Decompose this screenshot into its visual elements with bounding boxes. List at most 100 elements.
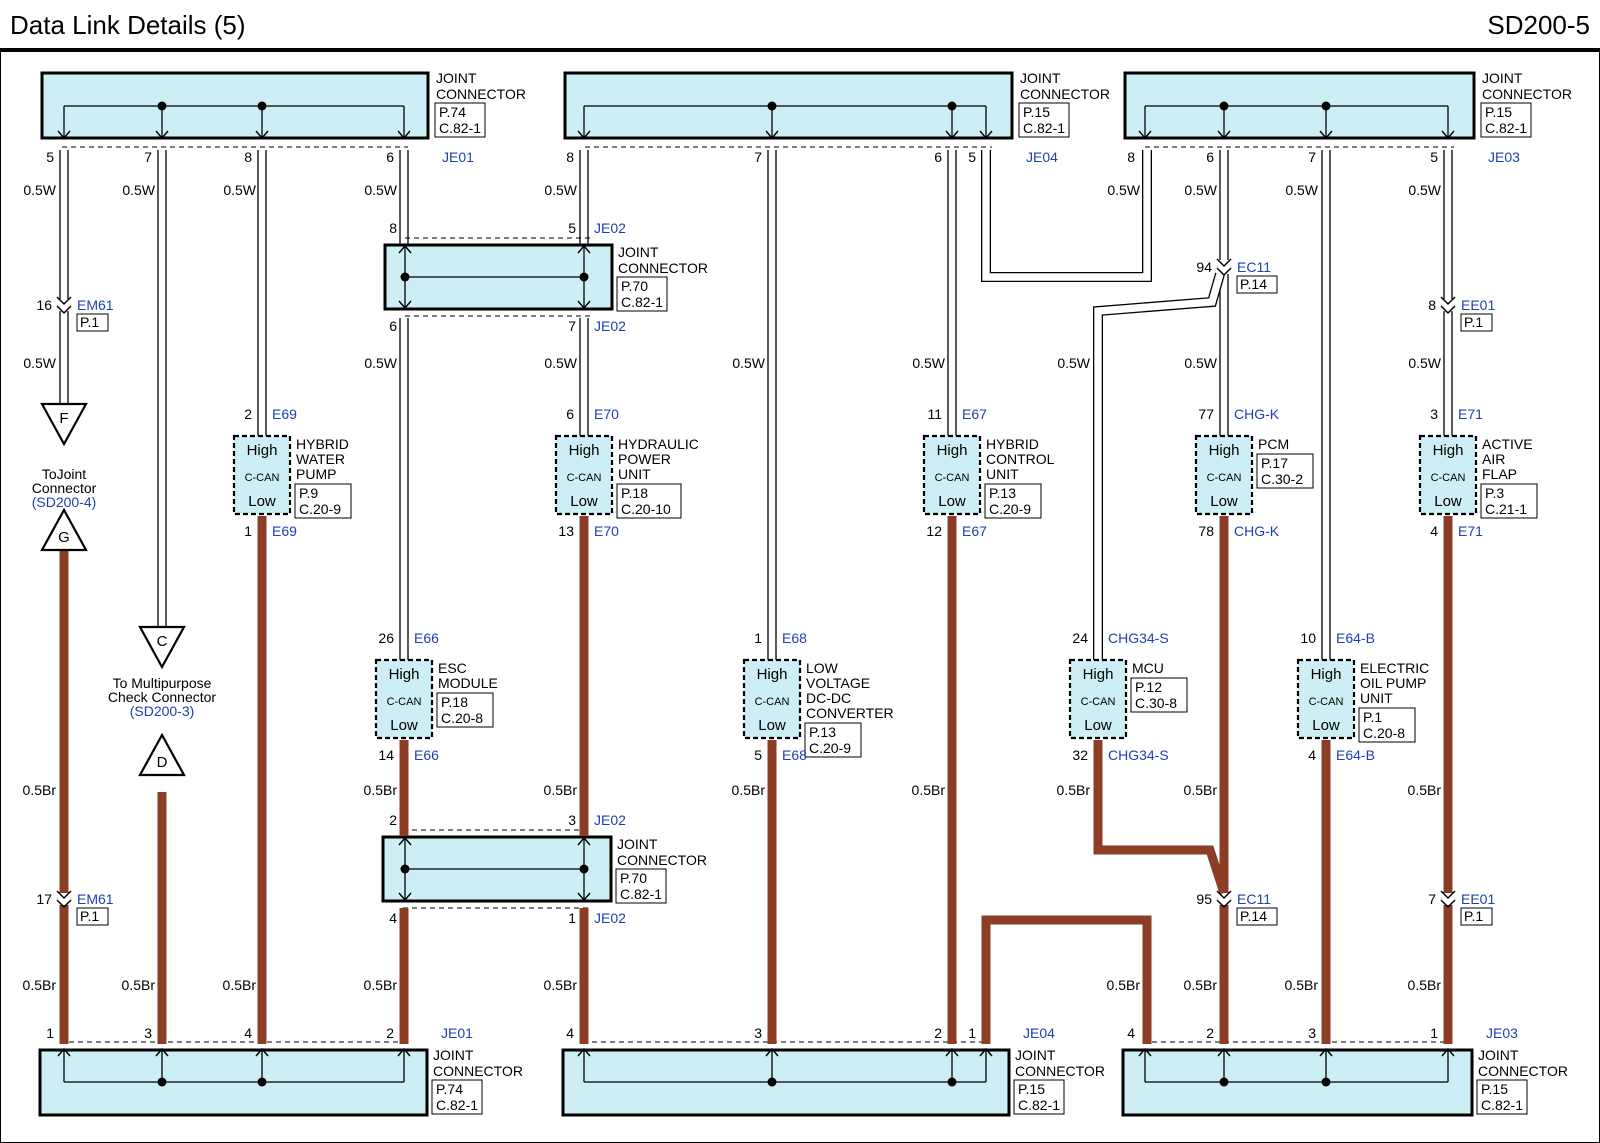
module-name: VOLTAGE	[806, 675, 870, 691]
inline-connector-id: EM61	[77, 297, 114, 313]
pin-arrow-top-2-3	[1441, 130, 1455, 140]
joint-ref-box-bottom-1	[1013, 1079, 1065, 1115]
wire-size-label-white: 0.5W	[364, 182, 397, 198]
module-high-connector: CHG-K	[1234, 406, 1280, 422]
joint-ref-page: P.15	[1018, 1081, 1045, 1097]
junction-dot-mid-1-1	[579, 864, 589, 874]
joint-pin-number: 7	[144, 149, 152, 165]
module-high-connector: E70	[594, 406, 619, 422]
can-high-label: High	[1433, 442, 1464, 459]
pin-arrow-top-0-2	[255, 130, 269, 140]
wire-size-label-white: 0.5W	[1107, 182, 1140, 198]
module-high-pin: 6	[566, 406, 574, 422]
module-high-pin: 3	[1430, 406, 1438, 422]
joint-connector-id: JE01	[441, 1025, 473, 1041]
pin-arrow-bottom-1-3	[979, 1047, 993, 1057]
inline-pin-number: 8	[1428, 297, 1436, 313]
joint-pin-number: 2	[389, 812, 397, 828]
can-high-label: High	[1083, 666, 1114, 683]
joint-connector-id: JE02	[594, 910, 626, 926]
wire-size-label-white: 0.5W	[1184, 355, 1217, 371]
can-module-box	[1068, 658, 1128, 740]
wire-size-label-white: 0.5W	[544, 182, 577, 198]
inline-pin-number: 94	[1196, 259, 1212, 275]
module-ref-box	[294, 483, 352, 519]
can-bus-label: C-CAN	[1309, 696, 1344, 708]
module-low-pin: 32	[1072, 747, 1088, 763]
module-name: ACTIVE	[1482, 436, 1533, 452]
wire-size-label-white: 0.5W	[1285, 182, 1318, 198]
module-high-pin: 1	[754, 630, 762, 646]
joint-pin-number: 1	[568, 910, 576, 926]
module-name: UNIT	[986, 466, 1019, 482]
reference-g-letter: G	[58, 529, 70, 546]
module-ref-box	[1358, 707, 1416, 743]
module-ref-page: P.13	[809, 724, 836, 740]
joint-label-line2: CONNECTOR	[618, 260, 708, 276]
can-bus-label: C-CAN	[387, 696, 422, 708]
joint-pin-number: 3	[144, 1025, 152, 1041]
inline-ref-box	[1460, 313, 1493, 332]
wire-size-label-brown: 0.5Br	[23, 782, 57, 798]
module-ref-page: P.13	[989, 485, 1016, 501]
module-ref-connector: C.20-8	[441, 710, 483, 726]
wire-size-label-brown: 0.5Br	[1408, 782, 1442, 798]
module-name: AIR	[1482, 451, 1505, 467]
inline-pin-number: 17	[36, 891, 52, 907]
module-ref-box	[804, 722, 862, 758]
page-header: Data Link Details (5) SD200-5	[0, 0, 1600, 52]
can-high-label: High	[389, 666, 420, 683]
joint-connector-id: JE04	[1026, 149, 1058, 165]
joint-pin-number: 7	[1308, 149, 1316, 165]
module-ref-connector: C.20-8	[1363, 725, 1405, 741]
wire-size-label-white: 0.5W	[732, 355, 765, 371]
inline-ref-box	[1460, 907, 1493, 926]
module-ref-box	[1480, 483, 1538, 519]
joint-ref-connector: C.82-1	[1023, 120, 1065, 136]
module-ref-page: P.18	[441, 694, 468, 710]
pin-arrow-mid-up-1-1	[577, 836, 591, 846]
pin-arrow-bottom-0-2	[255, 1047, 269, 1057]
wire-high-je04-to-je03-outer	[981, 150, 1152, 282]
inline-ref-page: P.1	[1464, 314, 1483, 330]
wire-size-label-white: 0.5W	[1408, 182, 1441, 198]
joint-label-line2: CONNECTOR	[617, 852, 707, 868]
junction-dot-bottom-2-0	[1219, 1077, 1229, 1087]
joint-ref-connector: C.82-1	[436, 1097, 478, 1113]
junction-dot-top-0-0	[157, 101, 167, 111]
module-low-pin: 12	[926, 523, 942, 539]
joint-pin-number: 1	[968, 1025, 976, 1041]
can-bus-label: C-CAN	[1081, 696, 1116, 708]
joint-ref-page: P.70	[621, 278, 648, 294]
junction-dot-top-1-0	[767, 101, 777, 111]
junction-dot-top-0-1	[257, 101, 267, 111]
junction-dot-bottom-0-1	[257, 1077, 267, 1087]
junction-dot-bottom-0-0	[157, 1077, 167, 1087]
module-high-connector: E64-B	[1336, 630, 1375, 646]
inline-connector-id: EC11	[1237, 891, 1271, 907]
can-low-label: Low	[1084, 717, 1112, 734]
joint-pin-number: 5	[568, 220, 576, 236]
wire-size-label-brown: 0.5Br	[1184, 782, 1218, 798]
joint-connector-id: JE04	[1023, 1025, 1055, 1041]
module-name: UNIT	[1360, 690, 1393, 706]
reference-f	[40, 402, 88, 447]
module-low-connector: E66	[414, 747, 439, 763]
joint-label-line2: CONNECTOR	[1015, 1063, 1105, 1079]
can-bus-label: C-CAN	[1207, 472, 1242, 484]
joint-ref-page: P.15	[1023, 104, 1050, 120]
joint-pin-number: 5	[46, 149, 54, 165]
joint-pin-number: 2	[1206, 1025, 1214, 1041]
can-module-box	[232, 434, 292, 516]
junction-dot-top-2-0	[1219, 101, 1229, 111]
joint-pin-number: 8	[1127, 149, 1135, 165]
wire-size-label-brown: 0.5Br	[1057, 782, 1091, 798]
inline-connector-id: EC11	[1237, 259, 1271, 275]
pin-arrow-mid-down-1-0	[398, 892, 412, 902]
module-low-connector: E71	[1458, 523, 1483, 539]
module-high-pin: 24	[1072, 630, 1088, 646]
joint-label-line1: JOINT	[618, 244, 659, 260]
inline-pin-number: 95	[1196, 891, 1212, 907]
inline-ref-page: P.1	[80, 908, 99, 924]
